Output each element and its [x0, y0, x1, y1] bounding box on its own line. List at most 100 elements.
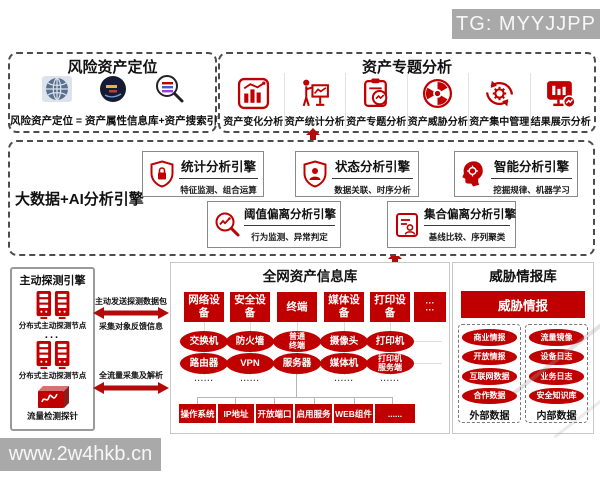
column-more-dots: ...... — [380, 374, 400, 383]
engine-set-deviation: 集合偏离分析引擎 基线比较、序列聚类 — [387, 201, 516, 248]
up-arrow-icon — [388, 252, 402, 264]
topic-item-label: 资产集中管理 — [469, 117, 530, 128]
asset-attribute: 操作系统 — [179, 404, 216, 423]
asset-disc-icon — [97, 73, 129, 110]
ai-engine-section: 大数据+AI分析引擎 统计分析引擎 特征监测、组合运算 状态分析引擎 数据关联、… — [8, 140, 595, 367]
topic-item-manage: 资产集中管理 — [468, 73, 530, 129]
shield-user-icon — [301, 160, 329, 188]
connector-line — [314, 397, 315, 404]
connector-line — [197, 397, 198, 404]
asset-category-header: 安全设备 — [230, 292, 270, 322]
column-more-dots: ...... — [194, 374, 214, 383]
connector-line — [197, 397, 393, 398]
topic-item-stats: 资产统计分析 — [283, 73, 346, 129]
topic-item-label: 资产变化分析 — [223, 117, 284, 128]
arrow-label-fulltraffic: 全流量采集及解析 — [99, 371, 163, 380]
asset-db-section: 全网资产信息库 网络设备 安全设备 终端 媒体设备 打印设备 ··· ··· 交… — [170, 262, 450, 434]
threat-source: 开放情报 — [462, 348, 517, 365]
asset-attribute: IP地址 — [218, 404, 254, 423]
probe-node-label: 分布式主动探测节点 — [18, 371, 87, 380]
topic-item-change: 资产变化分析 — [223, 73, 284, 129]
asset-node: 交换机 — [180, 331, 228, 352]
monitor-chart-icon — [544, 73, 577, 113]
asset-category-more: ··· ··· — [414, 292, 446, 322]
server-icon — [36, 290, 69, 319]
probe-sensor-label: 流量检测探针 — [26, 411, 78, 421]
up-arrow-icon — [306, 128, 320, 140]
connector-line — [235, 397, 236, 404]
column-more-dots: ...... — [334, 374, 354, 383]
threat-intel-banner: 威胁情报 — [461, 291, 585, 318]
risk-formula-text: 风险资产定位 = 资产属性信息库+资产搜索引擎 — [10, 115, 228, 127]
external-data-group: 商业情报 开放情报 互联网数据 合作数据 外部数据 — [458, 324, 521, 423]
topic-item-topic: 资产专题分析 — [345, 73, 407, 129]
topic-item-label: 资产专题分析 — [346, 117, 407, 128]
engine-state: 状态分析引擎 数据关联、时序分析 — [295, 151, 419, 197]
engine-statistical: 统计分析引擎 特征监测、组合运算 — [142, 151, 264, 197]
asset-node: 摄像头 — [320, 331, 368, 352]
topic-item-threat: 资产威胁分析 — [406, 73, 469, 129]
asset-node: 打印机 服务端 — [366, 353, 414, 374]
asset-attribute: WEB组件 — [334, 404, 373, 423]
asset-category-header: 网络设备 — [184, 292, 224, 322]
threat-source: 设备日志 — [529, 348, 584, 365]
presenter-icon — [298, 73, 331, 113]
engine-subtitle: 数据关联、时序分析 — [334, 185, 411, 195]
asset-node: 普通 终端 — [273, 331, 321, 352]
globe-icon — [41, 73, 73, 110]
threat-db-section: 威胁情报库 威胁情报 商业情报 开放情报 互联网数据 合作数据 外部数据 流量镜… — [452, 262, 594, 434]
asset-attribute: 开放端口 — [256, 404, 293, 423]
engine-threshold: 阈值偏离分析引擎 行为监测、异常判定 — [207, 201, 341, 248]
engine-title: 状态分析引擎 — [332, 152, 413, 179]
threat-source: 业务日志 — [529, 368, 584, 385]
connector-line — [392, 397, 393, 404]
threat-source: 互联网数据 — [462, 368, 517, 385]
threat-source: 合作数据 — [462, 387, 517, 404]
shield-lock-icon — [148, 160, 176, 188]
threat-source: 商业情报 — [462, 329, 517, 346]
engine-title: 智能分析引擎 — [491, 152, 572, 179]
asset-node: 打印机 — [366, 331, 414, 352]
external-data-label: 外部数据 — [469, 411, 510, 422]
probe-engine-section: 主动探测引擎 分布式主动探测节点 ... 分布式主动探测节点 流量检测探针 — [10, 267, 95, 431]
radiation-icon — [421, 73, 454, 113]
internal-data-group: 流量镜像 设备日志 业务日志 安全知识库 内部数据 — [525, 324, 588, 423]
double-arrow-icon — [93, 307, 169, 319]
magnifier-chart-icon — [213, 211, 241, 239]
search-list-icon — [153, 73, 185, 110]
asset-node: 防火墙 — [226, 331, 274, 352]
column-more-dots: ...... — [240, 374, 260, 383]
asset-node: 媒体机 — [320, 353, 368, 374]
engine-title: 阈值偏离分析引擎 — [244, 202, 336, 226]
engine-intelligent: 智能分析引擎 挖掘规律、机器学习 — [454, 151, 578, 197]
asset-attribute: 启用服务 — [295, 404, 332, 423]
engine-subtitle: 特征监测、组合运算 — [180, 185, 257, 195]
threat-source: 安全知识库 — [529, 387, 584, 404]
asset-category-header: 打印设备 — [370, 292, 410, 322]
clipboard-chart-icon — [360, 73, 393, 113]
arrow-label-collect: 采集对象反馈信息 — [99, 322, 163, 331]
engine-title: 统计分析引擎 — [179, 152, 258, 179]
topic-item-label: 资产统计分析 — [284, 117, 345, 128]
asset-category-header: 媒体设备 — [324, 292, 364, 322]
risk-asset-section: 风险资产定位 风险资产定位 = 资产属性信息库+资产搜索引擎 — [8, 52, 228, 133]
probe-section-title: 主动探测引擎 — [19, 275, 86, 287]
topic-items-row: 资产变化分析 资产统计分析 资产专题分析 资产威胁分析 资产集中管理 结果展示分… — [223, 73, 591, 129]
asset-node: VPN — [226, 353, 274, 374]
engine-subtitle: 基线比较、序列聚类 — [428, 232, 506, 242]
probe-box-icon — [37, 386, 69, 408]
arrow-label-send: 主动发送探测数据包 — [95, 297, 167, 306]
ai-engine-label: 大数据+AI分析引擎 — [15, 191, 144, 208]
site-watermark-badge: www.2w4hkb.cn — [0, 438, 161, 471]
topic-analysis-section: 资产专题分析 资产变化分析 资产统计分析 资产专题分析 资产威胁分析 资产集中管… — [218, 52, 596, 133]
threat-db-title: 威胁情报库 — [489, 269, 557, 284]
asset-db-title: 全网资产信息库 — [262, 269, 358, 284]
probe-dots: ... — [44, 329, 61, 341]
risk-section-title: 风险资产定位 — [67, 59, 158, 76]
threat-source: 流量镜像 — [529, 329, 584, 346]
asset-category-header: 终端 — [277, 292, 317, 322]
tg-watermark-badge: TG: MYYJJPP — [452, 9, 600, 39]
probe-node-label: 分布式主动探测节点 — [18, 321, 87, 330]
asset-node: 服务器 — [273, 353, 321, 374]
